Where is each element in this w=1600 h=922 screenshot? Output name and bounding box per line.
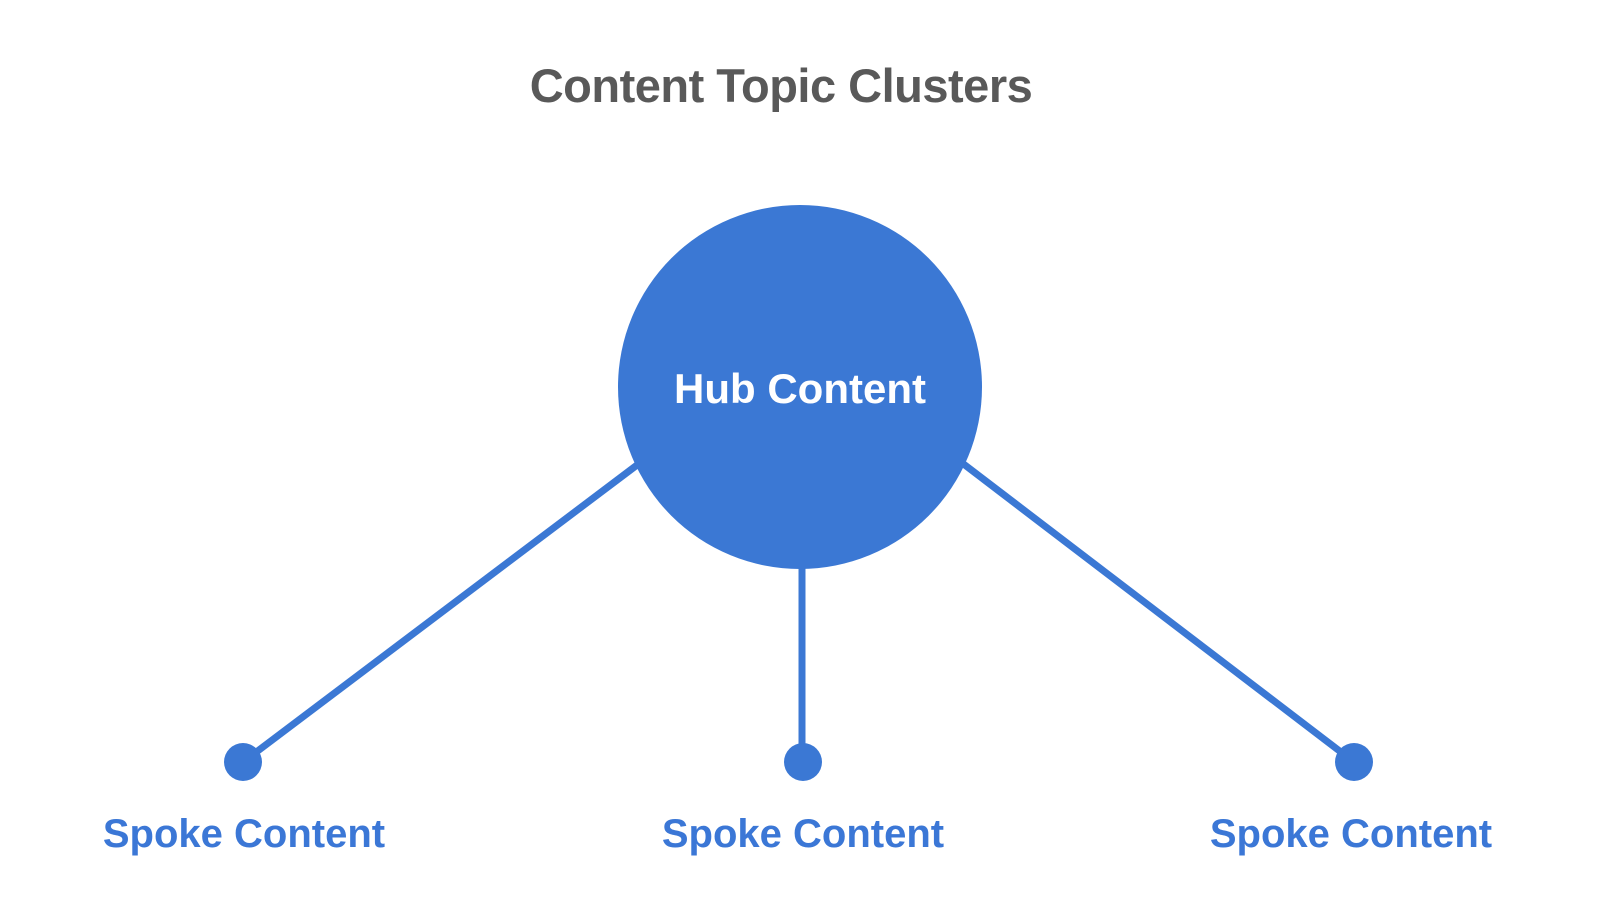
spoke-label-left: Spoke Content bbox=[102, 812, 386, 856]
spoke-label-right: Spoke Content bbox=[1209, 812, 1493, 856]
hub-node-label: Hub Content bbox=[674, 365, 926, 412]
hub-node-circle bbox=[618, 205, 982, 569]
spoke-node-middle-dot bbox=[784, 743, 822, 781]
diagram-title: Content Topic Clusters bbox=[529, 59, 1033, 112]
spoke-label-middle: Spoke Content bbox=[661, 812, 945, 856]
spoke-node-right-dot bbox=[1335, 743, 1373, 781]
spoke-node-left-dot bbox=[224, 743, 262, 781]
